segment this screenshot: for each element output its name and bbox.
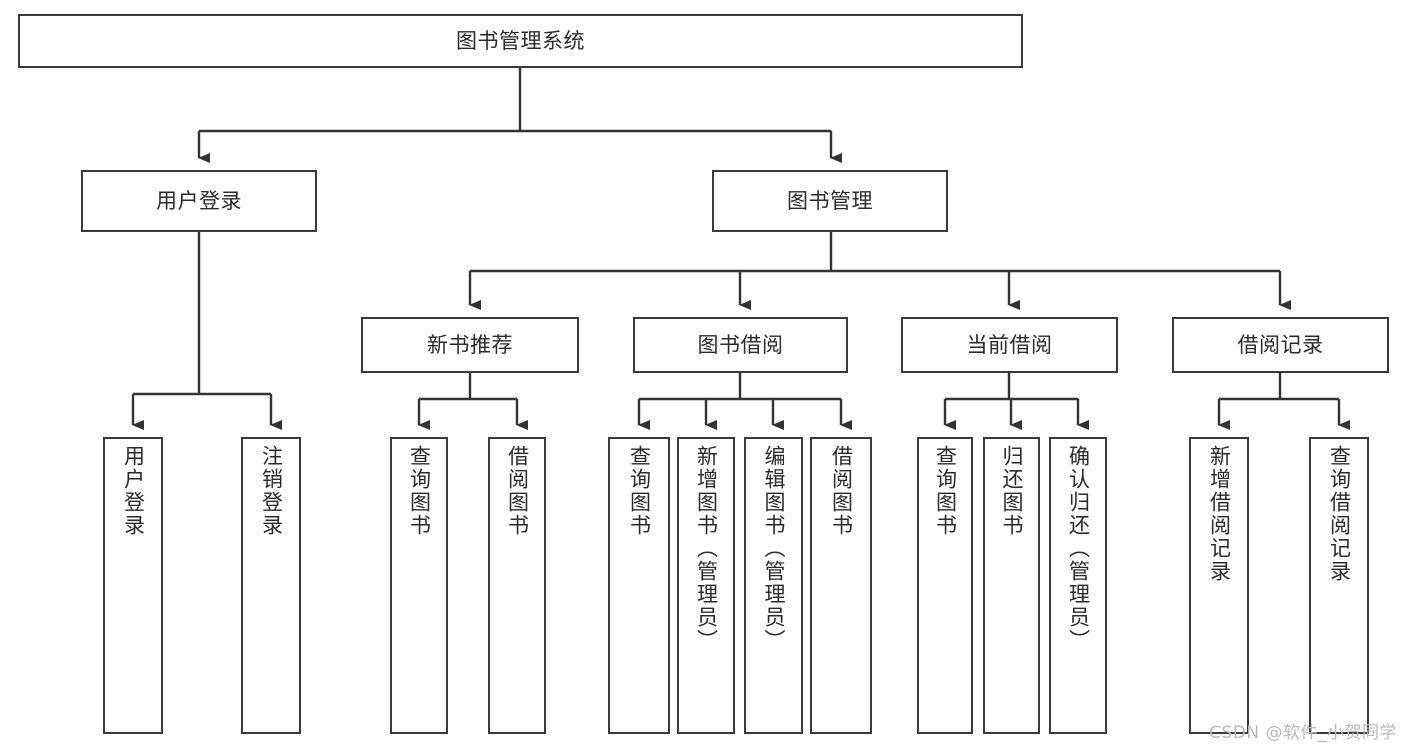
- leaf-re-add-record[interactable]: 新增借阅记录: [1189, 437, 1249, 734]
- leaf-bo-borrow-book[interactable]: 借阅图书: [810, 437, 872, 734]
- leaf-nb-borrow-book-label: 借阅图书: [505, 445, 530, 537]
- node-book-borrow-label: 图书借阅: [697, 332, 784, 357]
- node-user-login-label: 用户登录: [156, 188, 242, 213]
- leaf-nb-query-book-label: 查询图书: [407, 445, 432, 537]
- node-current-borrow[interactable]: 当前借阅: [901, 317, 1118, 373]
- leaf-cu-return-book-label: 归还图书: [1000, 445, 1024, 537]
- node-new-book-recommend-label: 新书推荐: [427, 332, 513, 357]
- node-root-label: 图书管理系统: [456, 28, 585, 53]
- leaf-bo-add-book-admin[interactable]: 新增图书（管理员）: [677, 437, 735, 734]
- leaf-nb-query-book[interactable]: 查询图书: [390, 437, 448, 734]
- leaf-user-login-label: 用户登录: [121, 445, 146, 537]
- leaf-cu-query-book[interactable]: 查询图书: [917, 437, 973, 734]
- leaf-bo-edit-book-admin-label: 编辑图书（管理员）: [762, 445, 786, 652]
- node-book-borrow[interactable]: 图书借阅: [633, 317, 848, 373]
- leaf-logout-label: 注销登录: [259, 445, 284, 537]
- leaf-bo-add-book-admin-label: 新增图书（管理员）: [694, 445, 719, 652]
- leaf-user-login[interactable]: 用户登录: [103, 437, 163, 734]
- node-book-management[interactable]: 图书管理: [712, 170, 948, 232]
- leaf-bo-query-book[interactable]: 查询图书: [608, 437, 670, 734]
- leaf-re-add-record-label: 新增借阅记录: [1207, 445, 1232, 583]
- leaf-cu-confirm-return-admin-label: 确认归还（管理员）: [1066, 445, 1091, 652]
- leaf-re-query-record[interactable]: 查询借阅记录: [1309, 437, 1369, 734]
- leaf-bo-edit-book-admin[interactable]: 编辑图书（管理员）: [744, 437, 803, 734]
- leaf-logout[interactable]: 注销登录: [241, 437, 301, 734]
- leaf-bo-borrow-book-label: 借阅图书: [829, 445, 854, 537]
- leaf-bo-query-book-label: 查询图书: [627, 445, 652, 537]
- node-borrow-record[interactable]: 借阅记录: [1172, 317, 1389, 373]
- leaf-cu-confirm-return-admin[interactable]: 确认归还（管理员）: [1049, 437, 1107, 734]
- leaf-cu-query-book-label: 查询图书: [933, 445, 958, 537]
- node-new-book-recommend[interactable]: 新书推荐: [361, 317, 579, 373]
- node-book-management-label: 图书管理: [787, 188, 873, 213]
- watermark: CSDN @软件_小贺同学: [1209, 723, 1397, 743]
- leaf-cu-return-book[interactable]: 归还图书: [983, 437, 1040, 734]
- node-user-login[interactable]: 用户登录: [81, 170, 317, 232]
- leaf-re-query-record-label: 查询借阅记录: [1327, 445, 1352, 583]
- leaf-nb-borrow-book[interactable]: 借阅图书: [488, 437, 546, 734]
- node-borrow-record-label: 借阅记录: [1237, 332, 1324, 357]
- node-current-borrow-label: 当前借阅: [966, 332, 1053, 357]
- node-root[interactable]: 图书管理系统: [18, 14, 1023, 68]
